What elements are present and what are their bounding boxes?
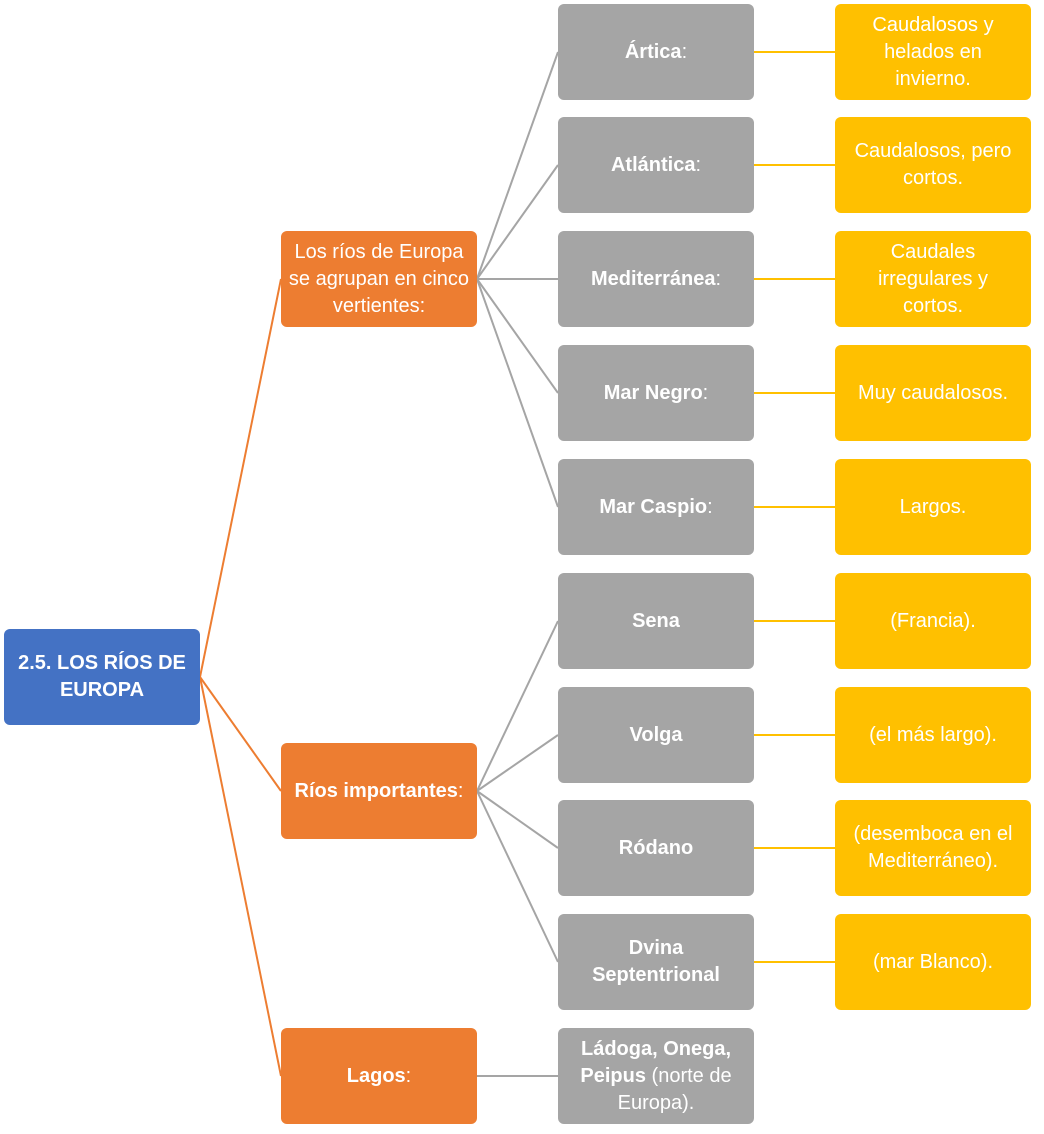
rio-dvina-name: Dvina Septentrional: [592, 937, 720, 986]
rio-sena-name: Sena: [632, 609, 680, 632]
desc-artica-text: Caudalosos y helados en invierno.: [872, 13, 994, 90]
vertiente-mediterranea-suffix: :: [715, 267, 722, 290]
desc-atlantica-text: Caudalosos, pero cortos.: [854, 140, 1012, 189]
rios-label: Ríos importantes:: [295, 778, 464, 805]
vertiente-mediterranea-name: Mediterránea: [590, 267, 716, 290]
vertiente-mar-negro-suffix: :: [702, 381, 709, 404]
desc-mediterranea-text: Caudales irregulares y cortos.: [877, 240, 989, 317]
vertiente-artica-suffix: :: [681, 40, 688, 63]
connector-root-rios: [199, 676, 282, 792]
desc-mar-caspio: Largos.: [835, 459, 1031, 555]
lagos-label-bold: Lagos: [346, 1064, 406, 1087]
desc-mar-negro: Muy caudalosos.: [835, 345, 1031, 441]
connector-vertientes-artica: [476, 51, 559, 280]
rio-rodano-name: Ródano: [618, 836, 694, 859]
vertiente-mar-negro-name: Mar Negro: [603, 381, 703, 404]
vertiente-atlantica: Atlántica:: [558, 117, 754, 213]
lagos-label: Lagos:: [347, 1063, 411, 1090]
vertiente-artica: Ártica:: [558, 4, 754, 100]
connector-root-lagos: [199, 676, 282, 1077]
desc-mar-negro-text: Muy caudalosos.: [857, 381, 1009, 404]
root-title: 2.5. LOS RÍOS DE EUROPA: [18, 652, 186, 701]
rio-dvina: Dvina Septentrional: [558, 914, 754, 1010]
desc-mediterranea: Caudales irregulares y cortos.: [835, 231, 1031, 327]
rio-volga: Volga: [558, 687, 754, 783]
rios-label-suffix: :: [457, 779, 464, 802]
rio-rodano: Ródano: [558, 800, 754, 896]
desc-mar-caspio-text: Largos.: [899, 495, 967, 518]
vertiente-atlantica-name: Atlántica: [610, 153, 696, 176]
desc-dvina: (mar Blanco).: [835, 914, 1031, 1010]
desc-sena: (Francia).: [835, 573, 1031, 669]
desc-dvina-text: (mar Blanco).: [872, 950, 994, 973]
vertiente-mar-caspio-name: Mar Caspio: [599, 495, 708, 518]
rio-volga-name: Volga: [629, 723, 683, 746]
connector-vertientes-mar-negro: [476, 278, 559, 394]
desc-volga: (el más largo).: [835, 687, 1031, 783]
vertiente-atlantica-suffix: :: [695, 153, 702, 176]
lagos-node: Lagos:: [281, 1028, 477, 1124]
desc-rodano: (desemboca en el Mediterráneo).: [835, 800, 1031, 896]
desc-atlantica: Caudalosos, pero cortos.: [835, 117, 1031, 213]
vertientes-label: Los ríos de Europa se agrupan en cinco v…: [288, 240, 470, 317]
desc-sena-text: (Francia).: [890, 609, 976, 632]
desc-rodano-text: (desemboca en el Mediterráneo).: [853, 823, 1013, 872]
connector-rios-rodano: [476, 790, 559, 849]
rios-node: Ríos importantes:: [281, 743, 477, 839]
rio-sena: Sena: [558, 573, 754, 669]
connector-rios-dvina: [476, 790, 559, 963]
vertiente-mediterranea: Mediterránea:: [558, 231, 754, 327]
vertiente-mar-negro: Mar Negro:: [558, 345, 754, 441]
desc-artica: Caudalosos y helados en invierno.: [835, 4, 1031, 100]
vertiente-mar-caspio-suffix: :: [707, 495, 713, 518]
connector-vertientes-mar-caspio: [476, 278, 559, 508]
lagos-item: Ládoga, Onega, Peipus (norte de Europa).: [558, 1028, 754, 1124]
lagos-label-suffix: :: [405, 1064, 412, 1087]
connector-rios-sena: [476, 620, 559, 792]
rios-label-bold: Ríos importantes: [294, 779, 458, 802]
vertiente-mar-caspio: Mar Caspio:: [558, 459, 754, 555]
connector-root-vertientes: [199, 278, 282, 678]
vertientes-node: Los ríos de Europa se agrupan en cinco v…: [281, 231, 477, 327]
connector-vertientes-atlantica: [476, 164, 559, 280]
lagos-item-rest: (norte de Europa).: [617, 1064, 732, 1114]
connector-rios-volga: [476, 734, 559, 792]
lagos-item-bold: Ládoga, Onega, Peipus: [580, 1037, 732, 1087]
root-node: 2.5. LOS RÍOS DE EUROPA: [4, 629, 200, 725]
vertiente-artica-name: Ártica: [624, 40, 682, 63]
desc-volga-text: (el más largo).: [869, 723, 997, 746]
